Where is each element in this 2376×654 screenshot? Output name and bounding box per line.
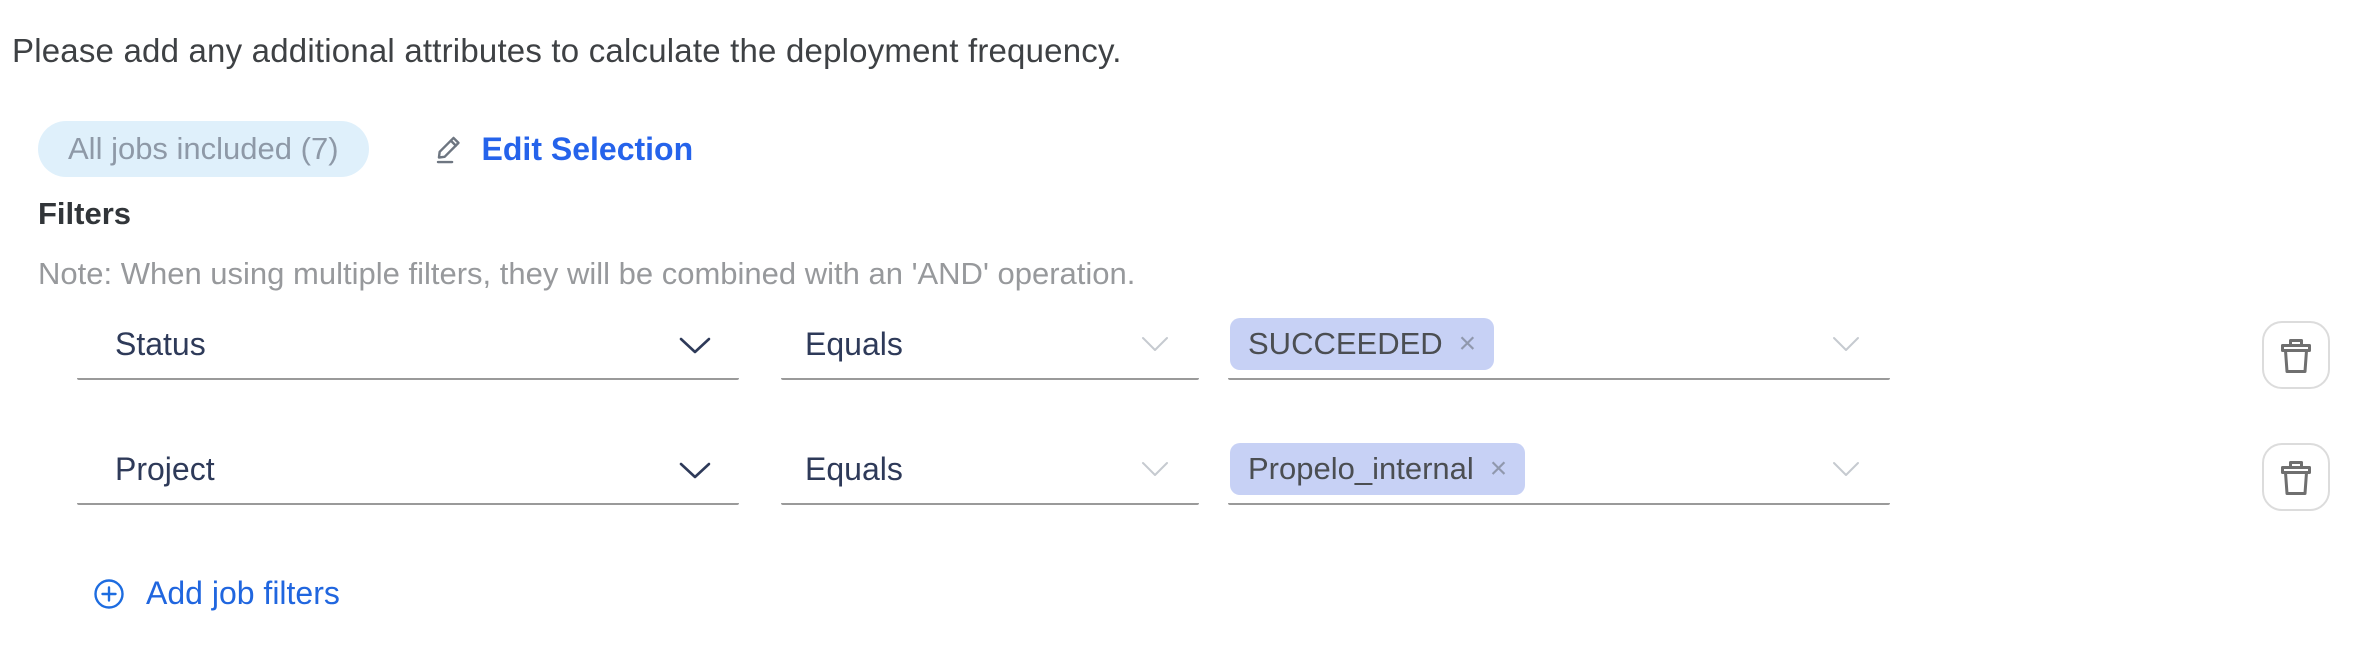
chevron-down-icon: [678, 461, 712, 486]
edit-selection-button[interactable]: Edit Selection: [433, 130, 694, 168]
values-multiselect[interactable]: SUCCEEDED ×: [1228, 310, 1890, 380]
circle-plus-icon: [93, 578, 125, 610]
values-multiselect[interactable]: Propelo_internal ×: [1228, 435, 1890, 505]
value-tag-label: SUCCEEDED: [1248, 326, 1443, 361]
filters-heading: Filters: [38, 196, 132, 231]
attribute-value: Project: [115, 450, 215, 487]
value-tag-label: Propelo_internal: [1248, 451, 1474, 486]
remove-value-icon[interactable]: ×: [1489, 452, 1508, 485]
value-tag: Propelo_internal ×: [1230, 443, 1526, 495]
filter-row: Status Equals SUCCEEDED ×: [0, 310, 2376, 380]
chevron-down-icon: [1832, 461, 1860, 483]
add-job-filters-button[interactable]: Add job filters: [93, 575, 340, 612]
attribute-select[interactable]: Status: [77, 310, 739, 380]
jobs-selection-row: All jobs included (7) Edit Selection: [38, 121, 693, 177]
operator-value: Equals: [805, 450, 903, 487]
remove-value-icon[interactable]: ×: [1458, 327, 1477, 360]
chevron-down-icon: [1141, 336, 1169, 358]
filter-row: Project Equals Propelo_internal ×: [0, 435, 2376, 505]
all-jobs-included-badge: All jobs included (7): [38, 121, 369, 177]
attribute-select[interactable]: Project: [77, 435, 739, 505]
filters-note: Note: When using multiple filters, they …: [38, 256, 1136, 291]
all-jobs-included-label: All jobs included (7): [68, 131, 339, 166]
chevron-down-icon: [678, 336, 712, 361]
add-job-filters-label: Add job filters: [146, 575, 340, 611]
operator-select[interactable]: Equals: [781, 310, 1199, 380]
value-tag: SUCCEEDED ×: [1230, 318, 1495, 370]
edit-pencil-icon: [433, 132, 467, 166]
chevron-down-icon: [1141, 461, 1169, 483]
chevron-down-icon: [1832, 336, 1860, 358]
operator-select[interactable]: Equals: [781, 435, 1199, 505]
trash-icon: [2279, 457, 2313, 497]
attribute-value: Status: [115, 325, 206, 362]
trash-icon: [2279, 335, 2313, 375]
edit-selection-label: Edit Selection: [481, 130, 694, 167]
delete-filter-button[interactable]: [2262, 443, 2330, 511]
operator-value: Equals: [805, 325, 903, 362]
delete-filter-button[interactable]: [2262, 321, 2330, 389]
intro-text: Please add any additional attributes to …: [12, 32, 1122, 69]
